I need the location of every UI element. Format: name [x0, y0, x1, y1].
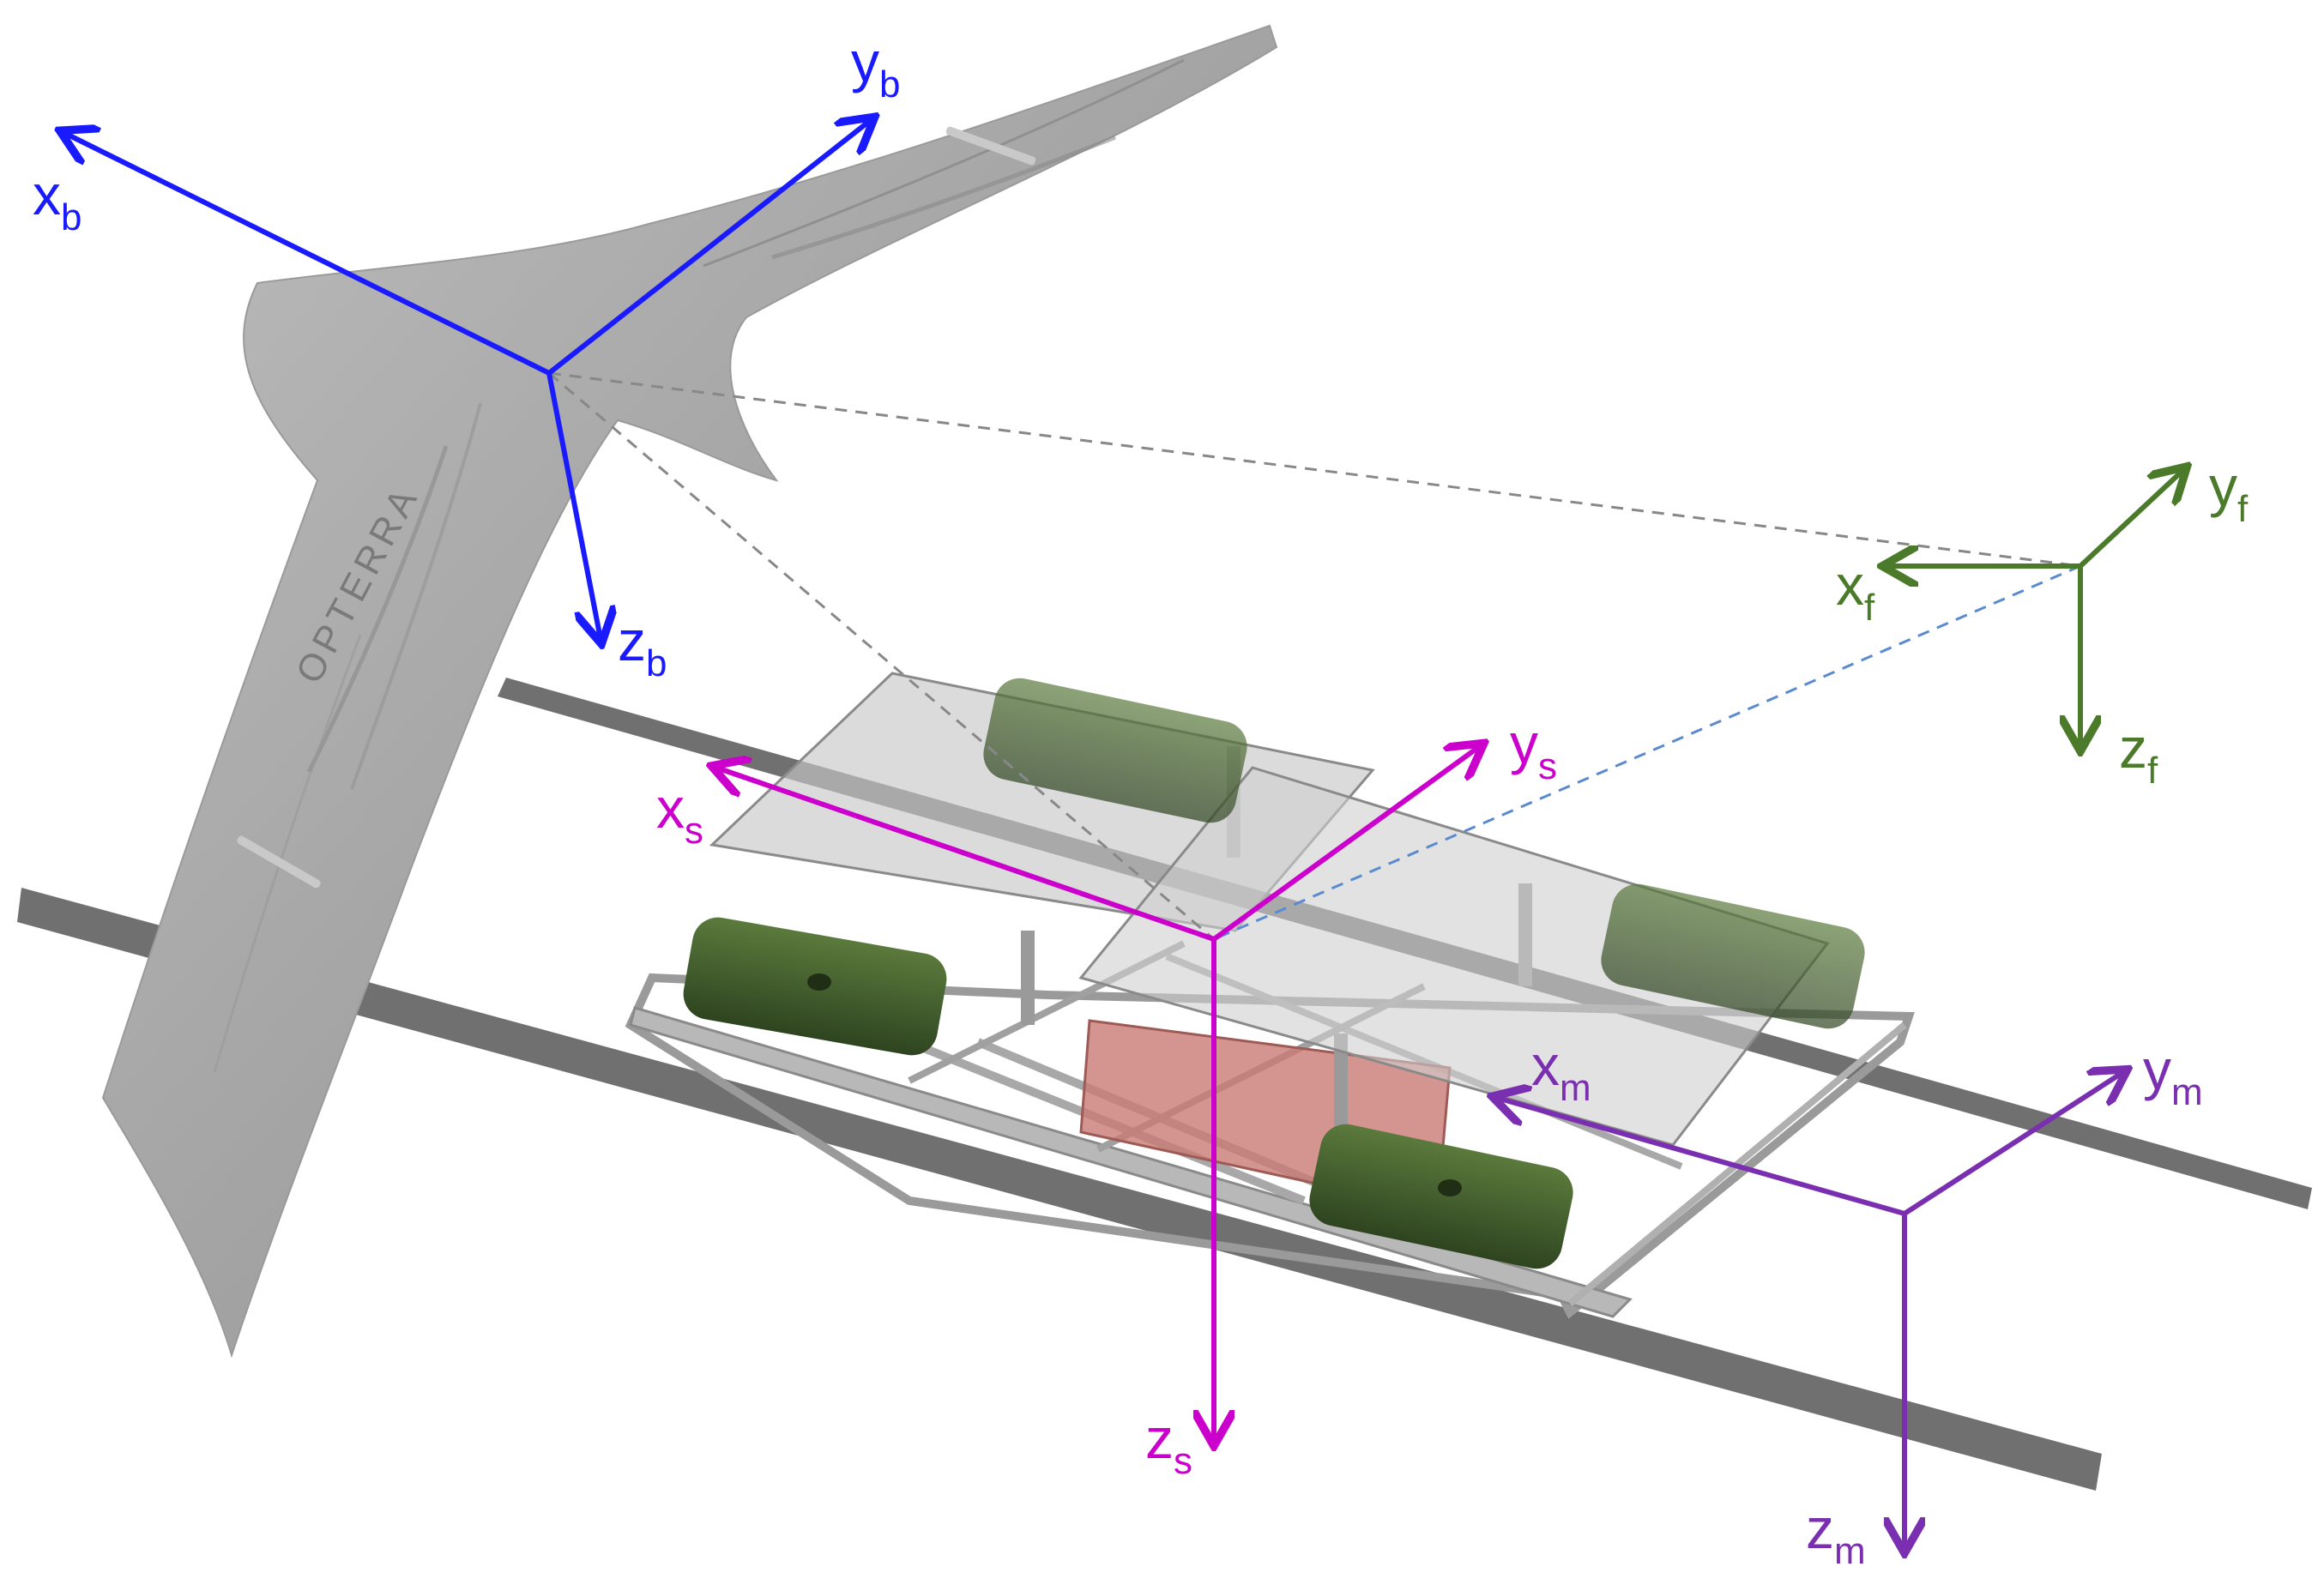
sled-x-label: xs — [656, 776, 703, 852]
fixed-frame: xf yf zf — [1836, 455, 2249, 792]
wing-body — [101, 24, 1278, 1359]
magnet-4 — [1309, 1124, 1573, 1269]
rail-lower — [17, 888, 2102, 1491]
body-y-label: yb — [851, 30, 900, 105]
magnet-3 — [1601, 883, 1865, 1029]
magnet-2 — [683, 917, 947, 1056]
test-sled — [625, 672, 1915, 1319]
body-x-axis — [64, 133, 551, 376]
mount-z-label: zm — [1806, 1497, 1866, 1572]
mount-y-axis — [1903, 1072, 2123, 1216]
mount-x-axis — [1497, 1098, 1905, 1216]
fixed-y-axis — [2078, 470, 2183, 569]
fixed-z-label: zf — [2119, 716, 2158, 792]
fixed-y-label: yf — [2209, 455, 2249, 530]
magnet-1 — [983, 678, 1247, 823]
mount-x-label: xm — [1531, 1034, 1591, 1109]
body-frame: xb yb zb — [33, 30, 900, 684]
body-y-axis — [547, 120, 871, 376]
sled-frame: xs ys zs — [656, 712, 1557, 1482]
projection-lines — [548, 371, 2081, 941]
sled-x-axis — [716, 768, 1215, 942]
sled-y-label: ys — [1510, 712, 1557, 787]
body-z-axis — [546, 372, 601, 639]
body-z-label: zb — [618, 609, 667, 684]
mount-frame: xm ym zm — [1497, 1034, 2203, 1572]
sled-z-label: zs — [1145, 1407, 1192, 1482]
sled-y-axis — [1212, 746, 1480, 942]
aircraft-wing: OPTERRA — [101, 24, 1278, 1359]
body-x-label: xb — [33, 163, 81, 238]
mount-y-label: ym — [2143, 1038, 2203, 1113]
fixed-x-label: xf — [1836, 553, 1875, 629]
